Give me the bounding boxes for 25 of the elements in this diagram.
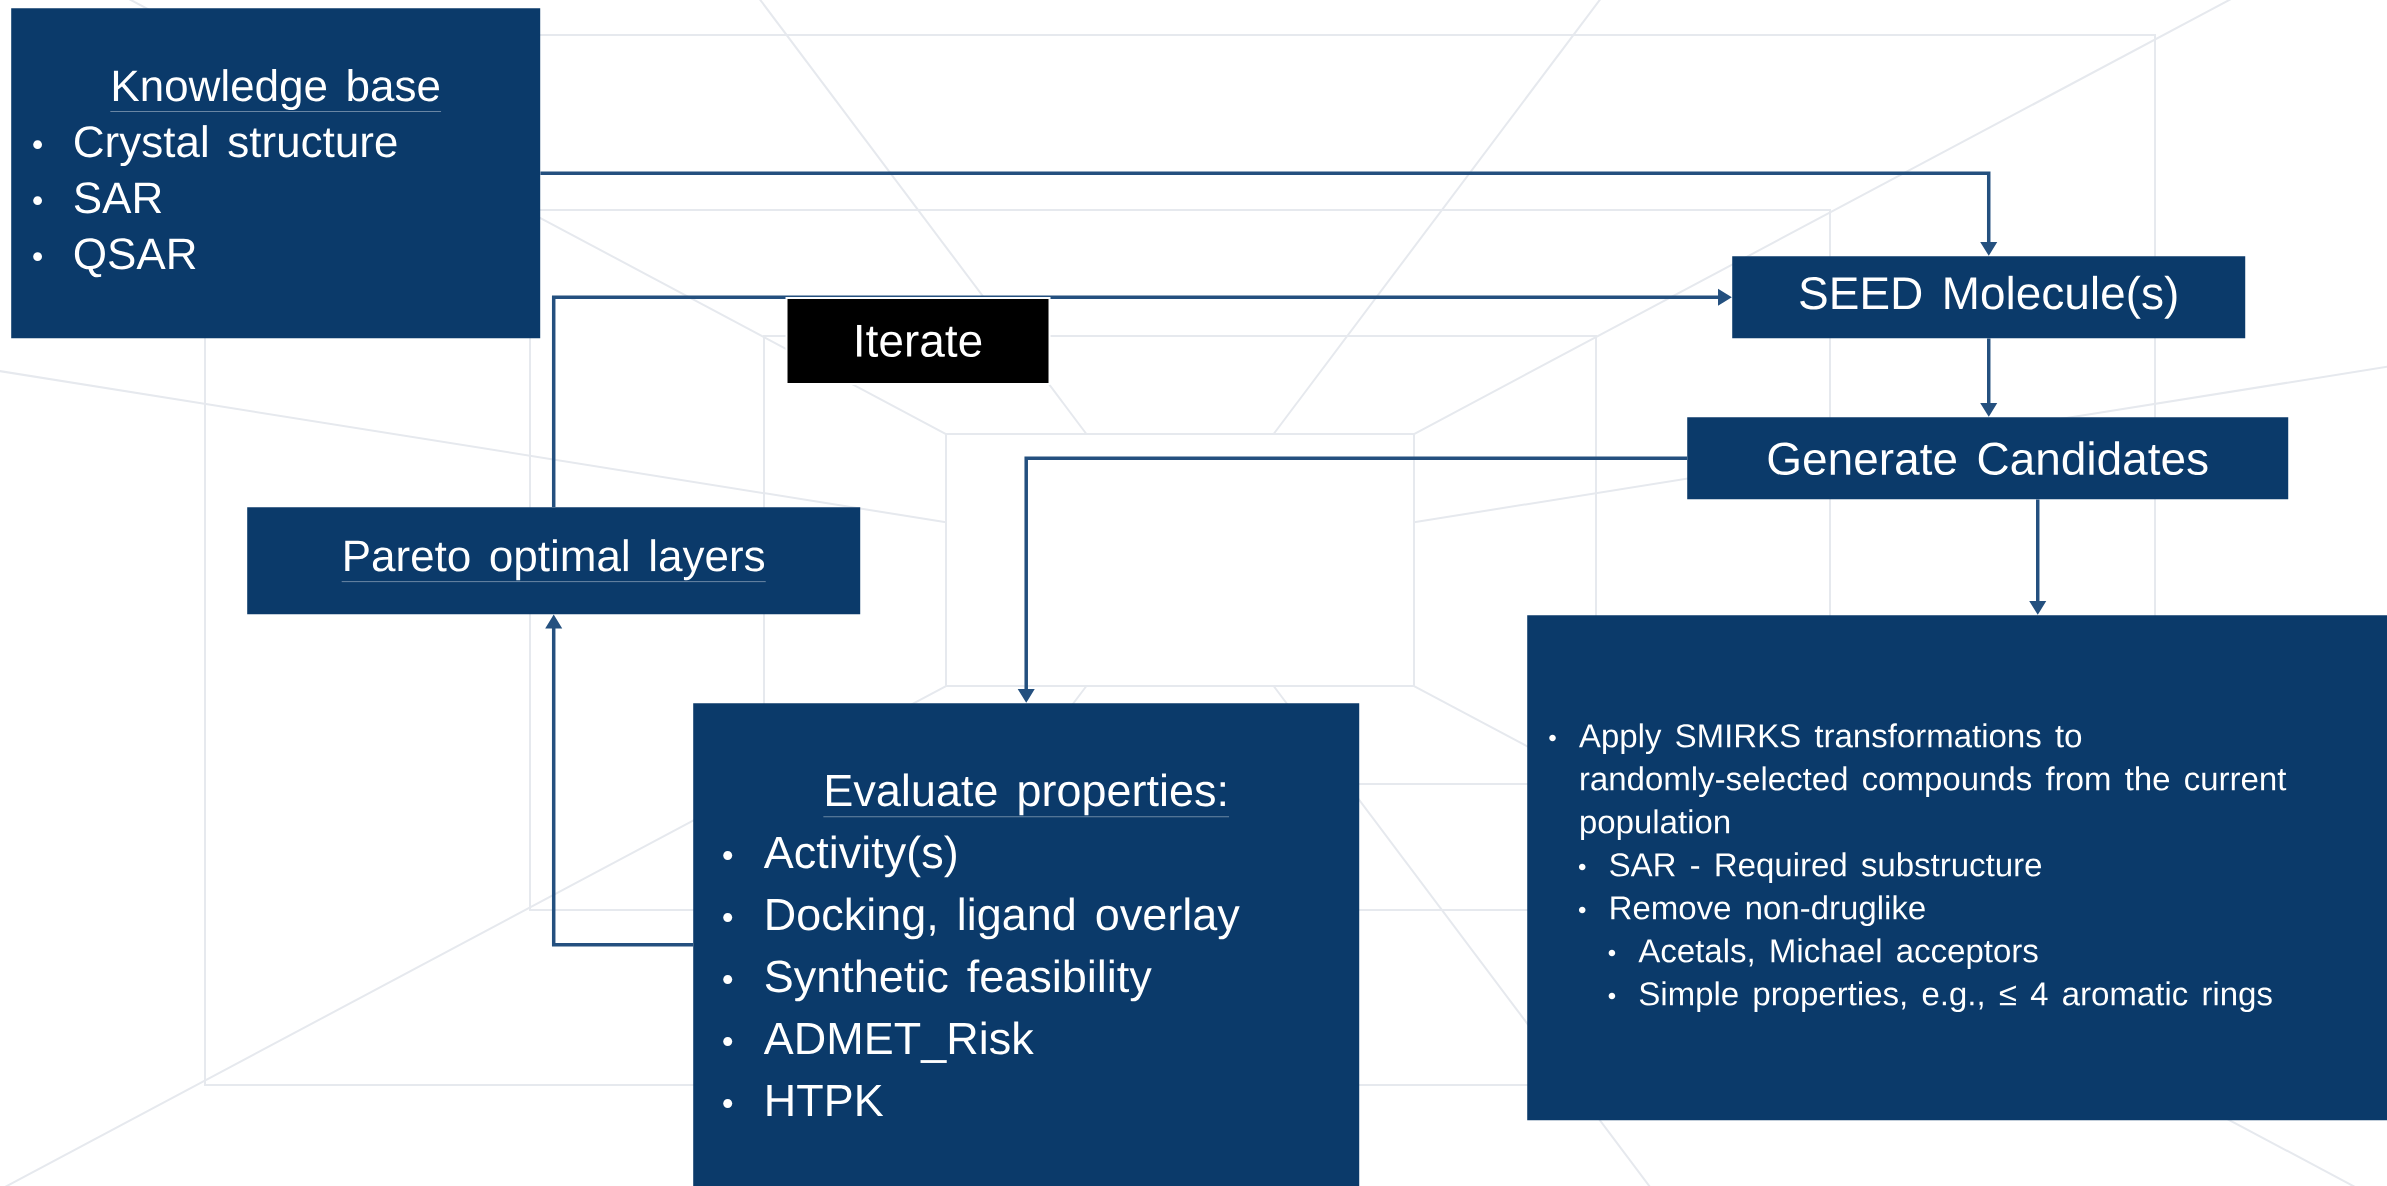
bullet-item: Activity(s) [763, 835, 956, 878]
bullet-item: Crystal structure [75, 125, 397, 167]
process-box [1687, 417, 2289, 500]
process-box [11, 8, 541, 339]
box-title: Generate Candidates [1768, 441, 2208, 476]
box-heading: Knowledge base [110, 69, 442, 112]
box-heading: Pareto optimal layers [341, 539, 766, 582]
bullet-item: Synthetic feasibility [765, 959, 1152, 1002]
process-box [1732, 256, 2246, 339]
bullet-item: Docking, ligand overlay [767, 897, 1240, 940]
bullet-item: ADMET_Risk [763, 1021, 1034, 1063]
bullet-item: SAR - Required substructure [1610, 852, 2041, 884]
bullet-item: Apply SMIRKS transformations to randomly-selected compounds from the current population [1579, 723, 2287, 841]
bullet-item: Remove non-druglike [1611, 895, 1925, 927]
box-heading: Evaluate properties: [823, 773, 1230, 817]
box-title: SEED Molecule(s) [1800, 275, 2177, 319]
process-box [693, 703, 1360, 1186]
process-box [247, 507, 861, 615]
bullet-item: Acetals, Michael acceptors [1638, 938, 2038, 970]
bullet-item: QSAR [74, 238, 196, 278]
edge-label: Iterate [785, 297, 1051, 385]
bullet-item: Simple properties, e.g., ≤ 4 aromatic rings [1639, 981, 2272, 1013]
process-box [1527, 615, 2387, 1121]
bullet-item: SAR [74, 182, 162, 214]
bullet-item: HTPK [767, 1085, 884, 1116]
